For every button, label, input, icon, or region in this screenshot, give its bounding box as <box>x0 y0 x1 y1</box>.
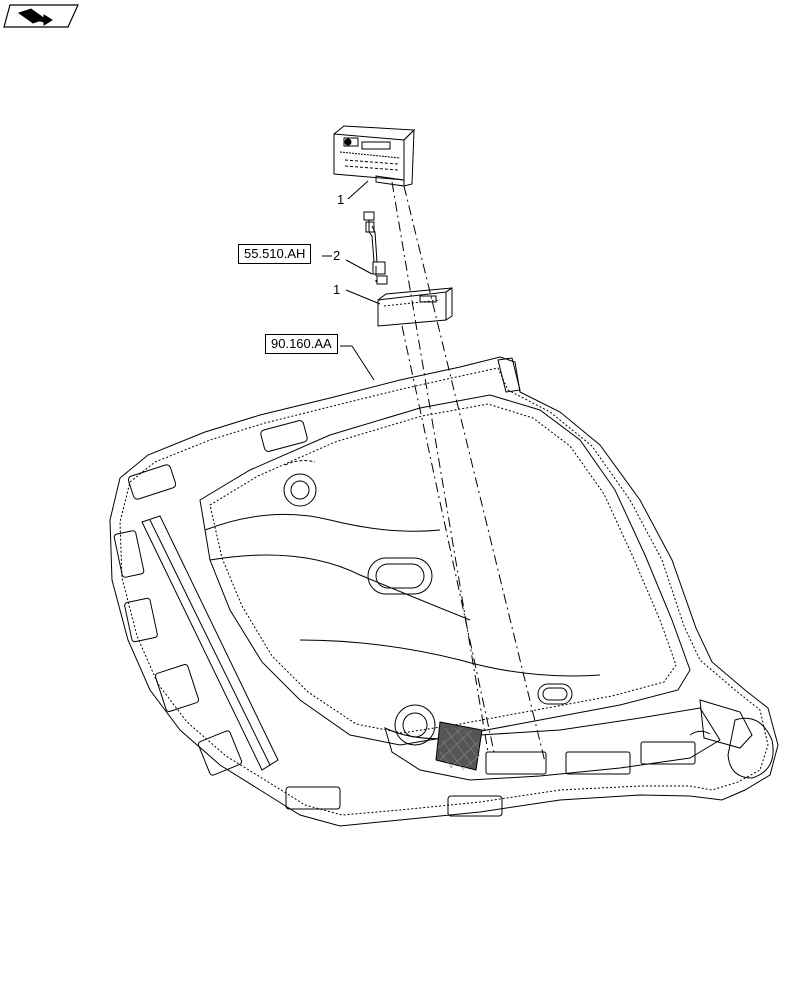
nav-book-button[interactable] <box>4 4 80 28</box>
harness-connector <box>363 211 388 285</box>
leader-lines <box>322 180 381 381</box>
callout-item-1-bracket: 1 <box>333 282 341 297</box>
cab-headliner-assembly <box>109 356 779 827</box>
book-page-icon <box>3 4 79 28</box>
callout-item-1-radio: 1 <box>337 192 345 207</box>
reference-90-160-aa[interactable]: 90.160.AA <box>265 334 338 354</box>
installation-lines <box>375 181 546 763</box>
reference-55-510-ah[interactable]: 55.510.AH <box>238 244 312 264</box>
radio-unit <box>333 125 416 187</box>
callout-item-2-harness: 2 <box>333 248 341 263</box>
